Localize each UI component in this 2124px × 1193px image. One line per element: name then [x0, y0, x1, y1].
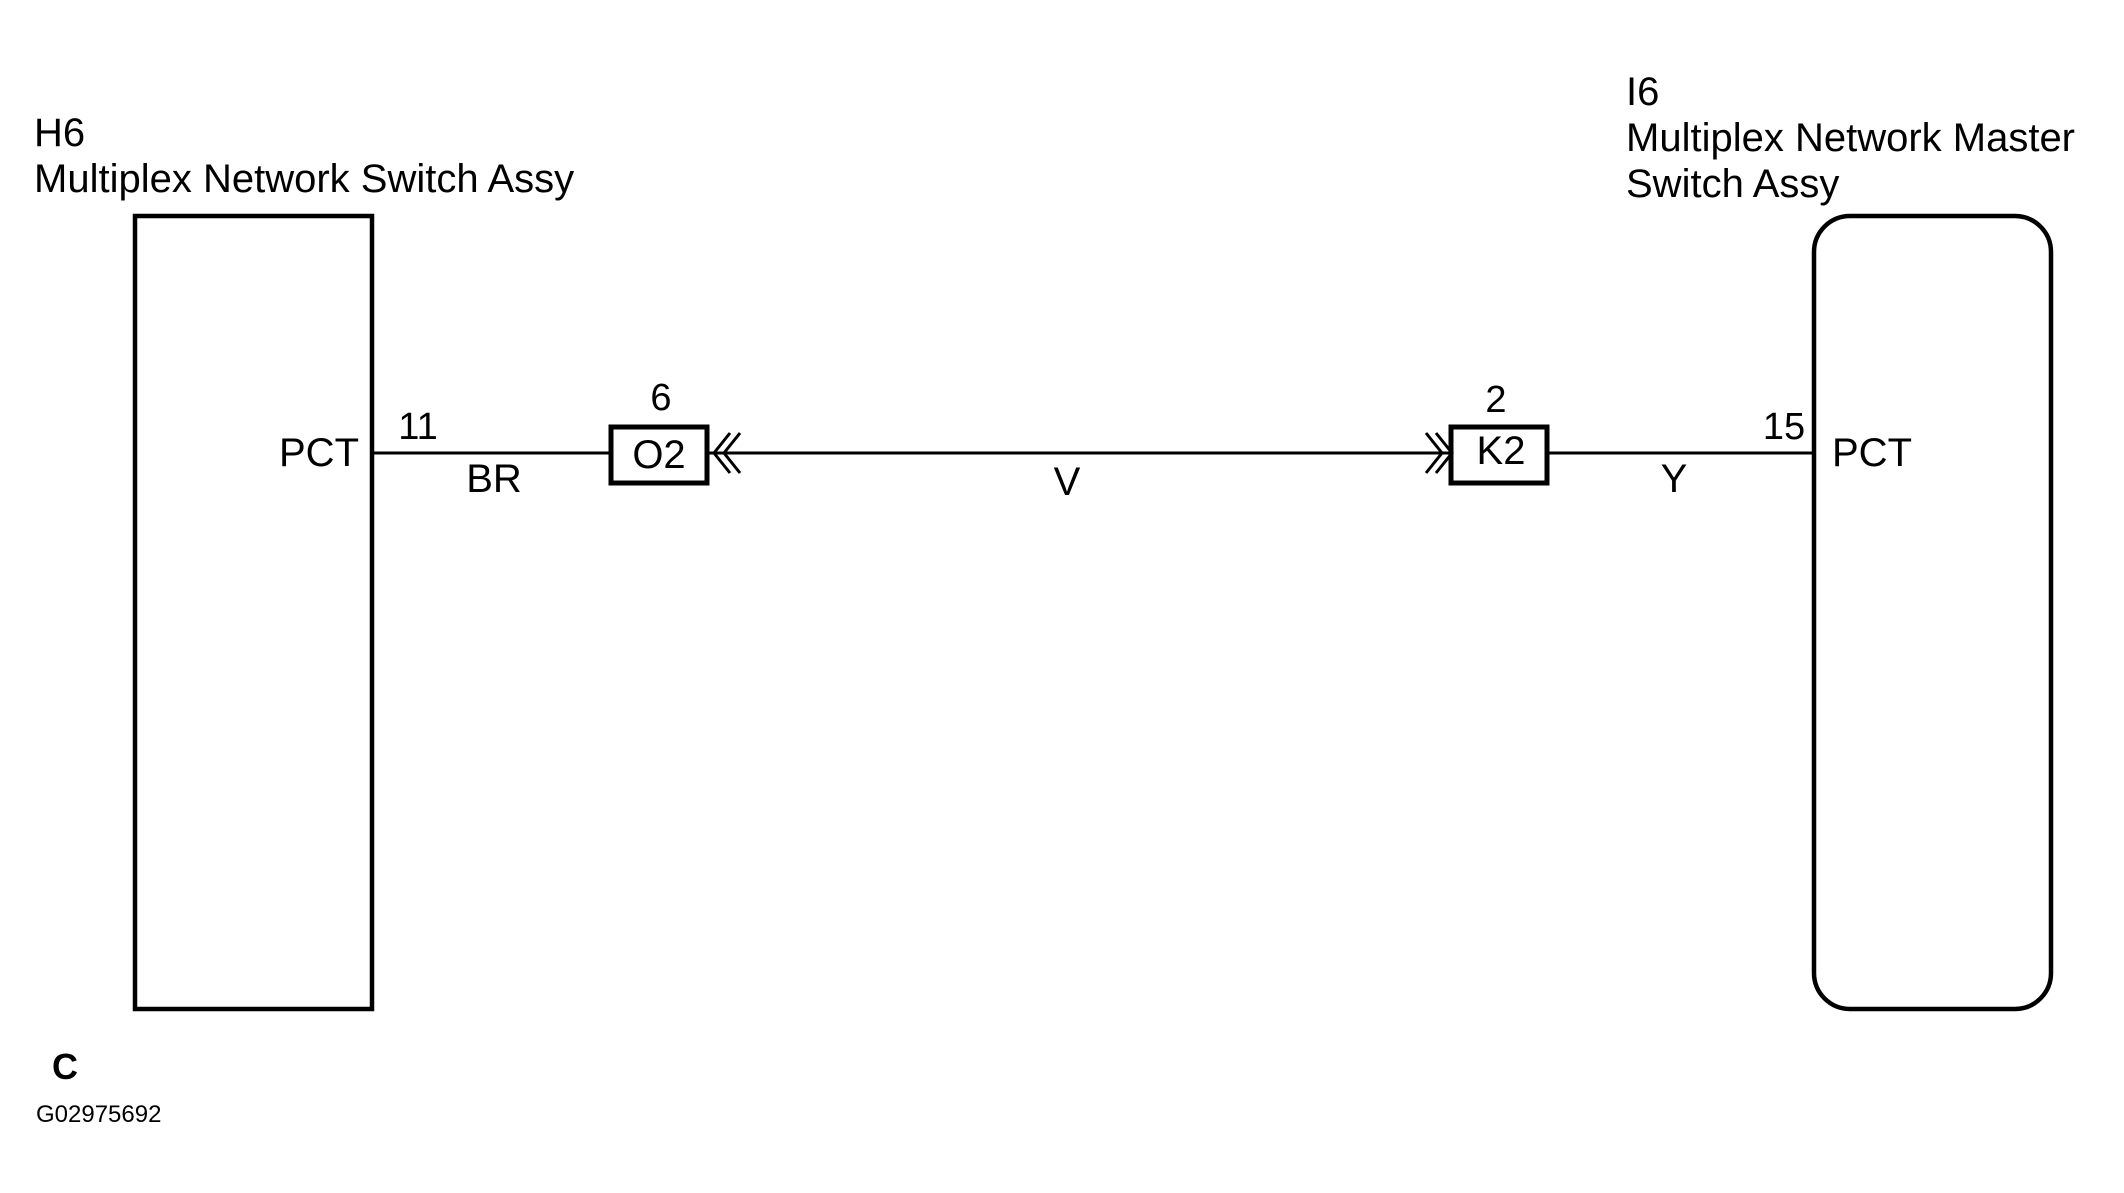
footer-letter: C — [52, 1046, 78, 1087]
right-component-box — [1811, 213, 2054, 1012]
right-component-code: I6 — [1626, 70, 1659, 114]
connector-left-id: O2 — [632, 433, 685, 477]
figure-code: G02975692 — [36, 1101, 161, 1128]
connector-right-pin: 2 — [1485, 379, 1506, 421]
connector-right-chevron-outer-icon — [1424, 432, 1444, 474]
right-component-pin: 15 — [1763, 406, 1805, 448]
left-component-box — [132, 213, 375, 1012]
right-component-name-line1: Multiplex Network Master — [1626, 116, 2075, 160]
connector-left-pin: 6 — [650, 377, 671, 419]
connector-left-chevron-outer-icon — [712, 432, 732, 474]
left-terminal-label: PCT — [279, 431, 359, 475]
left-component-name: Multiplex Network Switch Assy — [34, 157, 574, 201]
wire-middle-color: V — [1054, 460, 1081, 504]
right-component-name-line2: Switch Assy — [1626, 162, 1839, 206]
left-component-code: H6 — [34, 111, 85, 155]
connector-left-chevron-inner-icon — [722, 432, 742, 474]
connector-right-id: K2 — [1477, 429, 1526, 473]
wire-left-color: BR — [466, 457, 522, 501]
left-component-pin: 11 — [398, 406, 437, 448]
right-terminal-label: PCT — [1832, 431, 1912, 475]
wire-right-color: Y — [1661, 457, 1688, 501]
connector-left-box — [608, 424, 710, 486]
connector-right-chevron-inner-icon — [1434, 432, 1454, 474]
